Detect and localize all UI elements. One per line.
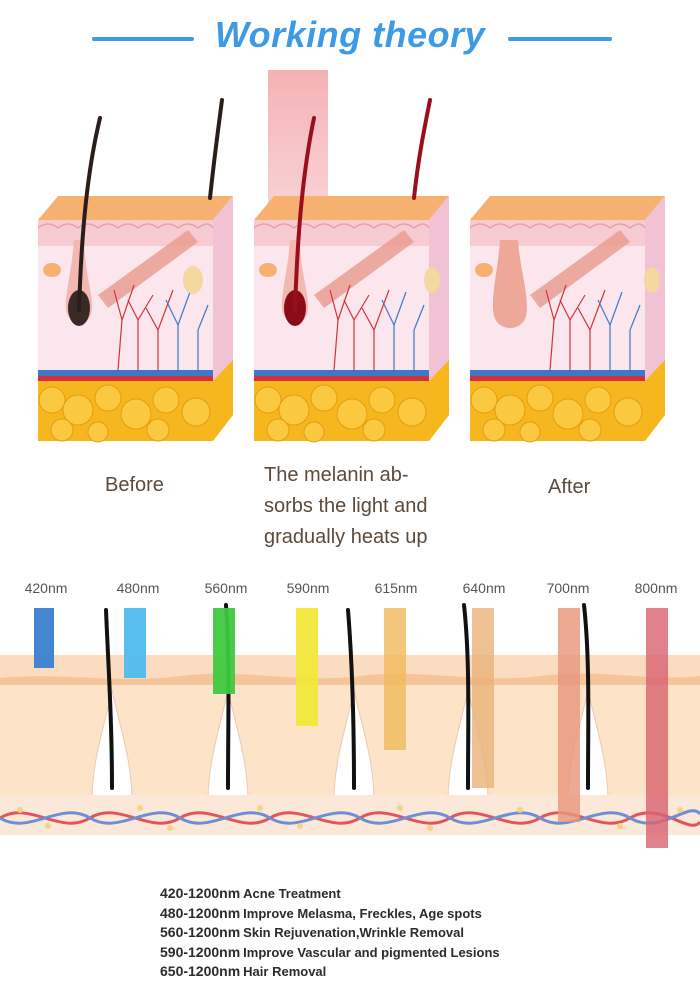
wavelength-label: 560nm xyxy=(204,580,248,596)
wavelength-label: 800nm xyxy=(634,580,678,596)
wavelength-label: 590nm xyxy=(286,580,330,596)
wavelength-label: 640nm xyxy=(462,580,506,596)
caption-heating-line: gradually heats up xyxy=(264,526,428,548)
caption-heating: The melanin ab- sorbs the light and grad… xyxy=(264,460,464,553)
list-item-range: 650-1200nm xyxy=(160,963,241,979)
list-item-use: Improve Vascular and pigmented Lesions xyxy=(243,944,500,960)
wavelength-label: 480nm xyxy=(116,580,160,596)
list-item-use: Hair Removal xyxy=(243,964,327,979)
page-title: Working theory xyxy=(214,14,486,55)
list-item-range: 420-1200nm xyxy=(160,885,241,901)
title-line-left xyxy=(92,37,194,41)
list-item-use: Improve Melasma, Freckles, Age spots xyxy=(243,905,482,921)
wavelength-diagram: 420nm 480nm 560nm 590nm 615nm 640nm 700n… xyxy=(0,560,700,860)
wavelength-label: 615nm xyxy=(374,580,418,596)
caption-heating-line: sorbs the light and xyxy=(264,495,428,517)
panel-heating xyxy=(254,98,449,443)
list-item-range: 560-1200nm xyxy=(160,924,241,940)
caption-heating-line: The melanin ab- xyxy=(264,464,409,486)
list-item-range: 480-1200nm xyxy=(160,904,241,921)
caption-before: Before xyxy=(105,474,164,496)
title-line-right xyxy=(508,37,612,41)
wavelength-label: 420nm xyxy=(24,580,68,596)
light-beam-615nm xyxy=(384,608,406,750)
light-beam-480nm xyxy=(124,608,146,678)
skin-diagrams xyxy=(0,70,700,450)
skin-layer-illustration xyxy=(0,603,700,848)
caption-after: After xyxy=(548,476,591,498)
header: Working theory xyxy=(0,0,700,70)
light-beam-420nm xyxy=(34,608,54,668)
light-beam-640nm xyxy=(472,608,494,788)
wavelength-label: 700nm xyxy=(546,580,590,596)
light-beam-800nm xyxy=(646,608,668,848)
panel-before xyxy=(38,98,233,443)
light-beam-590nm xyxy=(296,608,318,726)
light-beam-700nm xyxy=(558,608,580,822)
list-item-use: Skin Rejuvenation,Wrinkle Removal xyxy=(243,925,464,940)
light-beam-560nm xyxy=(213,608,235,694)
list-item-range: 590-1200nm xyxy=(160,943,241,960)
list-item-use: Acne Treatment xyxy=(243,886,341,901)
panel-after xyxy=(470,196,665,443)
